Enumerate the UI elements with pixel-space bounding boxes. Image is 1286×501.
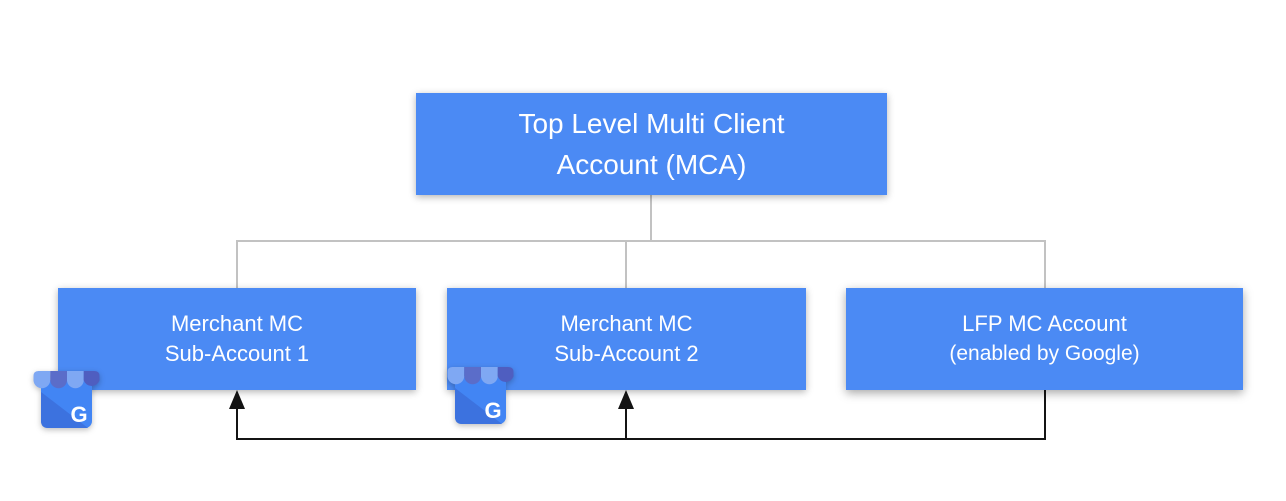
gmb-awning-stripe-1 [447,367,465,385]
node-label-line1: Top Level Multi Client [518,108,785,139]
flow-line-up-merchant2 [625,400,627,440]
flow-line-up-merchant1 [236,400,238,440]
arrowhead-up-merchant1-icon [229,390,245,409]
arrowhead-up-merchant2-icon [618,390,634,409]
node-lfp-mc-account: LFP MC Account (enabled by Google) [846,288,1243,390]
google-my-business-icon: G [447,367,514,424]
connector-root-stem [650,195,652,241]
node-merchant-sub-account-1: Merchant MC Sub-Account 1 [58,288,416,390]
gmb-awning-stripe-2 [464,367,481,385]
flow-line-lfp-down [1044,390,1046,440]
gmb-awning-stripe-4 [83,371,100,386]
gmb-awning-stripe-3 [481,367,498,385]
node-label-line2: Sub-Account 2 [554,341,699,366]
gmb-icon-letter: G [70,402,87,427]
gmb-awning-stripe-1 [33,371,51,389]
gmb-icon-body-shade [455,388,502,424]
connector-drop-merchant1 [236,240,238,288]
node-label-line2: Account (MCA) [556,149,747,180]
gmb-icon-body-shade [41,392,88,428]
connector-drop-lfp [1044,240,1046,288]
node-label-line1: LFP MC Account [962,311,1127,336]
node-label-line1: Merchant MC [560,311,693,336]
gmb-awning-stripe-2 [50,371,67,389]
node-top-level-mca: Top Level Multi Client Account (MCA) [416,93,887,195]
flow-line-horizontal [236,438,1046,440]
connector-tree-horizontal [236,240,1046,242]
google-my-business-icon: G [33,371,100,428]
node-label-line2: Sub-Account 1 [164,341,310,366]
gmb-icon-letter: G [484,398,501,423]
node-label-line1: Merchant MC [170,311,304,336]
connector-drop-merchant2 [625,240,627,288]
node-merchant-sub-account-2: Merchant MC Sub-Account 2 [447,288,806,390]
gmb-awning-stripe-4 [497,367,514,382]
gmb-awning-stripe-3 [67,371,84,389]
node-label-line2: (enabled by Google) [949,342,1140,365]
